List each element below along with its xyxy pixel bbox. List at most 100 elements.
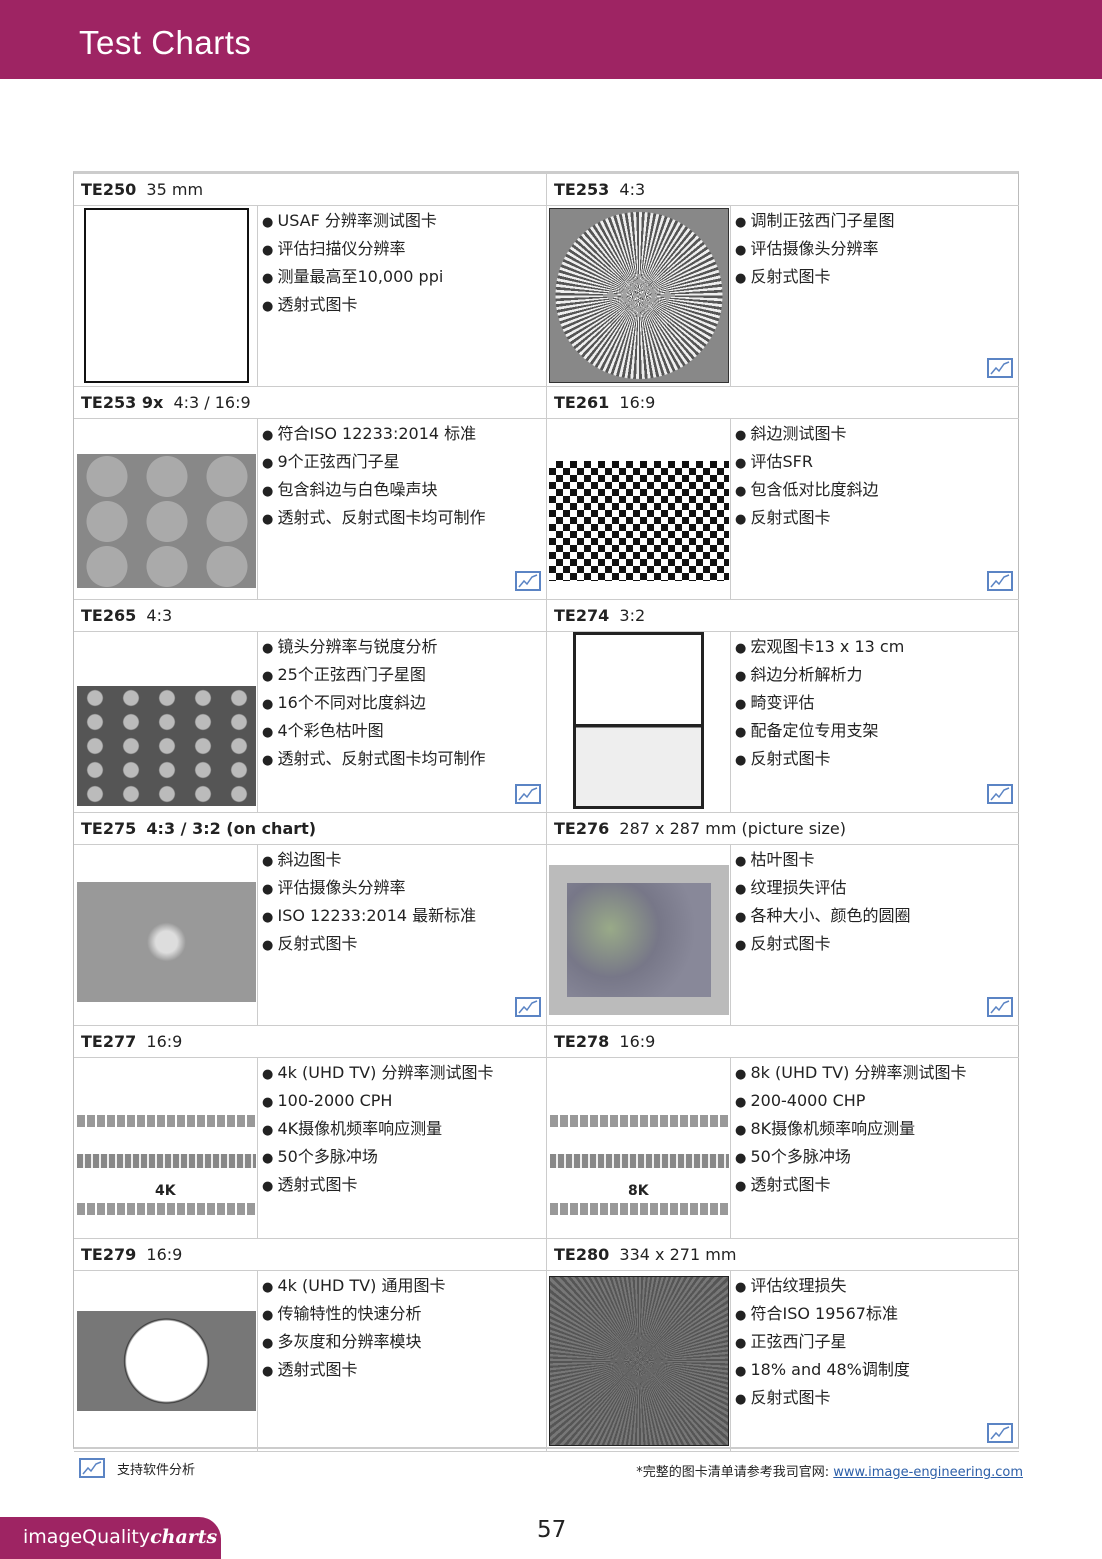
feature-item: 透射式图卡 [262, 292, 443, 320]
chart-header: TE279 16:9 [74, 1239, 547, 1271]
chart-image-cell [74, 1271, 258, 1452]
feature-item: 评估摄像头分辨率 [735, 236, 895, 264]
analysis-chart-icon [987, 997, 1013, 1017]
chart-cell-te277: TE277 16:9 4K 4k (UHD TV) 分辨率测试图卡100-200… [74, 1026, 547, 1239]
title-bar: Test Charts [0, 0, 1102, 79]
chart-thumbnail [77, 686, 256, 806]
chart-cell-te274: TE274 3:2 宏观图卡13 x 13 cm斜边分析解析力畸变评估配备定位专… [546, 600, 1019, 813]
feature-item: 评估扫描仪分辨率 [262, 236, 443, 264]
analysis-chart-icon [987, 1423, 1013, 1443]
chart-image-cell [74, 419, 258, 600]
chart-thumbnail [573, 632, 704, 809]
feature-item: 斜边分析解析力 [735, 662, 904, 690]
chart-image-cell [547, 206, 731, 387]
feature-item: 评估摄像头分辨率 [262, 875, 476, 903]
chart-thumbnail [77, 1311, 256, 1411]
analysis-chart-icon [515, 571, 541, 591]
chart-catalog-grid: TE250 35 mm USAF 分辨率测试图卡评估扫描仪分辨率测量最高至10,… [73, 171, 1019, 1452]
chart-code: TE278 [554, 1032, 610, 1051]
feature-item: 包含低对比度斜边 [735, 477, 878, 505]
feature-item: 4个彩色枯叶图 [262, 718, 486, 746]
feature-item: 透射式、反射式图卡均可制作 [262, 505, 485, 533]
chart-spec: 16:9 [619, 393, 656, 412]
chart-code: TE253 9x [81, 393, 164, 412]
legend-label: 支持软件分析 [117, 1462, 196, 1478]
chart-image-cell: 8K [547, 1058, 731, 1239]
chart-image-cell [74, 845, 258, 1026]
feature-item: 镜头分辨率与锐度分析 [262, 634, 486, 662]
chart-header: TE253 4:3 [547, 174, 1019, 206]
chart-cell-te261: TE261 16:9 斜边测试图卡评估SFR包含低对比度斜边反射式图卡 [546, 387, 1019, 600]
chart-code: TE250 [81, 180, 137, 199]
feature-list: 4k (UHD TV) 通用图卡传输特性的快速分析多灰度和分辨率模块透射式图卡 [262, 1273, 445, 1385]
feature-item: 50个多脉冲场 [262, 1144, 493, 1172]
chart-image-cell [74, 632, 258, 813]
chart-header: TE250 35 mm [74, 174, 547, 206]
feature-item: 4K摄像机频率响应测量 [262, 1116, 493, 1144]
analysis-chart-icon [79, 1458, 105, 1478]
chart-header: TE261 16:9 [547, 387, 1019, 419]
chart-cell-te265: TE265 4:3 镜头分辨率与锐度分析25个正弦西门子星图16个不同对比度斜边… [74, 600, 547, 813]
chart-spec: 16:9 [146, 1032, 183, 1051]
feature-item: 包含斜边与白色噪声块 [262, 477, 486, 505]
thumbnail-label: 4K [155, 1183, 176, 1199]
feature-item: 宏观图卡13 x 13 cm [735, 634, 904, 662]
feature-item: 评估SFR [735, 449, 879, 477]
chart-code: TE275 [81, 819, 137, 838]
chart-code: TE253 [554, 180, 610, 199]
chart-spec: 16:9 [146, 1245, 183, 1264]
feature-item: 16个不同对比度斜边 [262, 690, 486, 718]
feature-item: 透射式图卡 [262, 1357, 445, 1385]
feature-item: 反射式图卡 [262, 931, 476, 959]
chart-thumbnail [84, 208, 249, 383]
chart-cell-te280: TE280 334 x 271 mm 评估纹理损失符合ISO 19567标准正弦… [546, 1239, 1019, 1452]
feature-item: 透射式图卡 [735, 1172, 966, 1200]
website-link[interactable]: www.image-engineering.com [833, 1465, 1023, 1480]
feature-item: 反射式图卡 [735, 746, 904, 774]
feature-item: 配备定位专用支架 [735, 718, 904, 746]
feature-item: USAF 分辨率测试图卡 [262, 208, 443, 236]
chart-image-cell [547, 1271, 731, 1452]
feature-item: 9个正弦西门子星 [262, 449, 486, 477]
chart-image-cell [547, 419, 731, 600]
feature-item: 斜边测试图卡 [735, 421, 879, 449]
feature-list: 枯叶图卡纹理损失评估各种大小、颜色的圆圈反射式图卡 [735, 847, 911, 959]
chart-spec: 287 x 287 mm (picture size) [619, 819, 846, 838]
feature-item: 正弦西门子星 [735, 1329, 910, 1357]
chart-thumbnail [549, 461, 729, 581]
chart-spec: 4:3 [146, 606, 173, 625]
feature-item: 畸变评估 [735, 690, 904, 718]
chart-cell-te253-9x: TE253 9x 4:3 / 16:9 符合ISO 12233:2014 标准9… [74, 387, 547, 600]
chart-spec: 16:9 [619, 1032, 656, 1051]
chart-code: TE279 [81, 1245, 137, 1264]
feature-item: 枯叶图卡 [735, 847, 911, 875]
analysis-chart-icon [987, 784, 1013, 804]
feature-list: 宏观图卡13 x 13 cm斜边分析解析力畸变评估配备定位专用支架反射式图卡 [735, 634, 904, 774]
note-text: *完整的图卡清单请参考我司官网: [636, 1465, 834, 1480]
chart-header: TE280 334 x 271 mm [547, 1239, 1019, 1271]
feature-item: 18% and 48%调制度 [735, 1357, 909, 1385]
chart-thumbnail [549, 1276, 729, 1446]
chart-thumbnail: 4K [77, 1115, 256, 1215]
chart-spec: 4:3 / 16:9 [173, 393, 251, 412]
chart-image-cell [74, 206, 258, 387]
chart-code: TE261 [554, 393, 610, 412]
chart-code: TE280 [554, 1245, 610, 1264]
brand-text-italic: charts [150, 1526, 218, 1548]
feature-item: 反射式图卡 [735, 1385, 910, 1413]
page-number: 57 [537, 1517, 567, 1543]
feature-item: 各种大小、颜色的圆圈 [735, 903, 910, 931]
chart-header: TE278 16:9 [547, 1026, 1019, 1058]
feature-list: 斜边图卡评估摄像头分辨率ISO 12233:2014 最新标准反射式图卡 [262, 847, 476, 959]
feature-item: 反射式图卡 [735, 931, 911, 959]
analysis-chart-icon [987, 571, 1013, 591]
feature-list: 斜边测试图卡评估SFR包含低对比度斜边反射式图卡 [735, 421, 879, 533]
chart-cell-te276: TE276 287 x 287 mm (picture size) 枯叶图卡纹理… [546, 813, 1019, 1026]
feature-item: 100-2000 CPH [262, 1088, 493, 1116]
thumbnail-label: 8K [628, 1183, 649, 1199]
feature-item: 纹理损失评估 [735, 875, 911, 903]
feature-list: 符合ISO 12233:2014 标准9个正弦西门子星包含斜边与白色噪声块透射式… [262, 421, 486, 533]
chart-header: TE253 9x 4:3 / 16:9 [74, 387, 547, 419]
feature-item: 评估纹理损失 [735, 1273, 910, 1301]
feature-list: 镜头分辨率与锐度分析25个正弦西门子星图16个不同对比度斜边4个彩色枯叶图透射式… [262, 634, 486, 774]
